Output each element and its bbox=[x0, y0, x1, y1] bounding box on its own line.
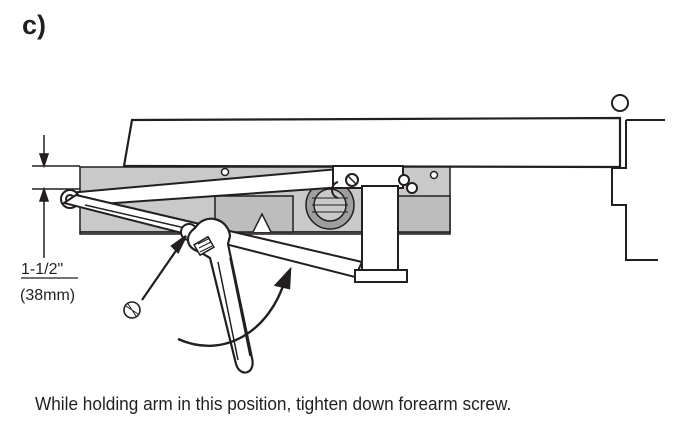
wrench-icon bbox=[186, 217, 254, 374]
door-slab bbox=[122, 116, 622, 169]
rotation-arrow-icon bbox=[177, 266, 292, 347]
dimension-metric: (38mm) bbox=[20, 287, 75, 304]
dimension-marker bbox=[32, 135, 80, 258]
instruction-caption: While holding arm in this position, tigh… bbox=[35, 393, 512, 414]
screw-insertion-arrow bbox=[141, 235, 187, 301]
screw-icon bbox=[123, 301, 141, 319]
arm-bracket bbox=[331, 165, 418, 283]
forearm-screw-icon bbox=[193, 235, 215, 257]
panel-label: c) bbox=[22, 10, 47, 40]
door-frame bbox=[611, 94, 665, 261]
dimension-imperial: 1-1/2" bbox=[21, 261, 63, 278]
frame-pin-icon bbox=[611, 94, 629, 112]
